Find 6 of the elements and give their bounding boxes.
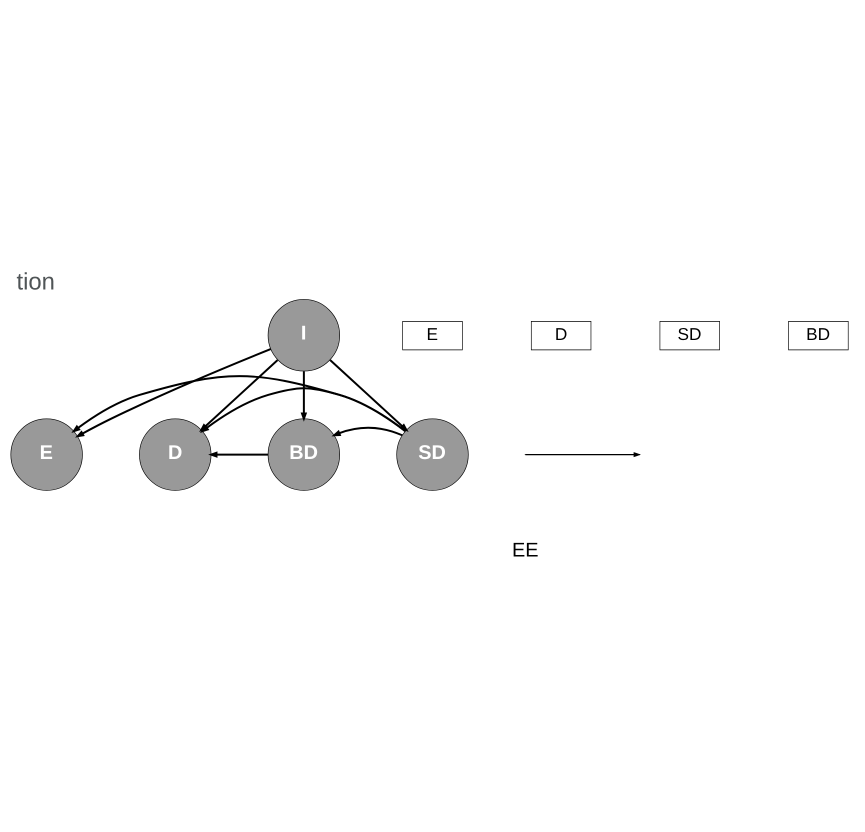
label: E bbox=[426, 323, 438, 344]
label: BD bbox=[806, 323, 830, 344]
label: D bbox=[554, 323, 568, 344]
label: SD bbox=[677, 323, 702, 344]
diagram-title: tion bbox=[16, 268, 55, 295]
legend-label: EE bbox=[512, 539, 539, 562]
